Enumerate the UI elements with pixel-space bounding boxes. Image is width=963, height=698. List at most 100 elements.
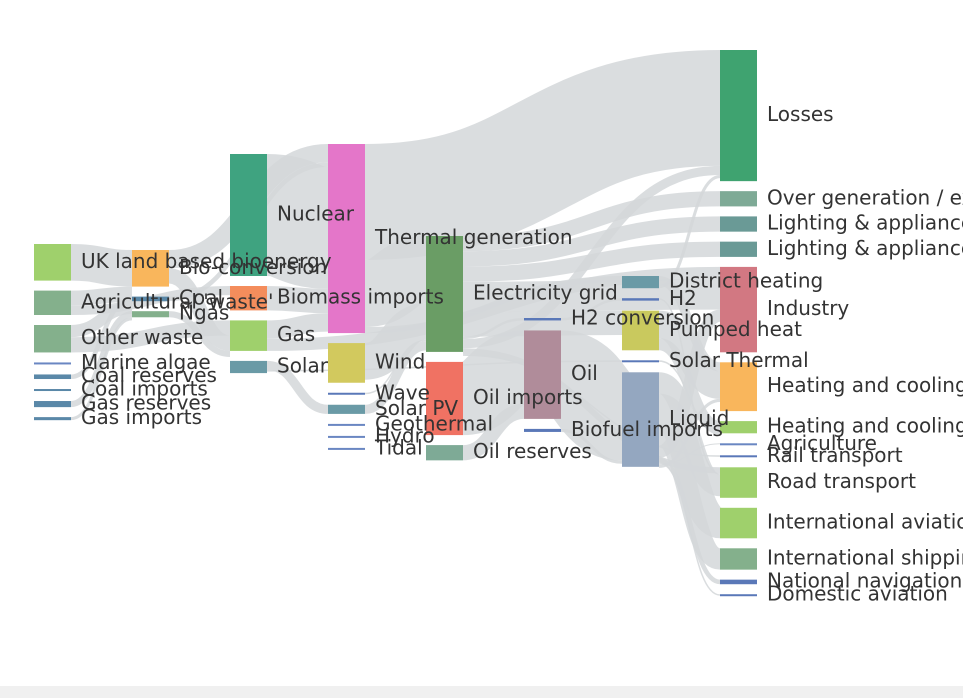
node-domaviation[interactable] [720, 594, 757, 597]
node-label-pumpedheat: Pumped heat [669, 317, 802, 341]
link-biomassimp-to-thermal[interactable] [266, 286, 329, 314]
link-solarpv-to-elecgrid[interactable] [364, 341, 427, 414]
node-label-oilres: Oil reserves [473, 439, 592, 463]
link-ukland-to-bioconv[interactable] [70, 244, 133, 287]
node-oil[interactable] [524, 330, 561, 419]
node-hydro[interactable] [328, 435, 365, 438]
node-label-oilimp: Oil imports [473, 385, 583, 409]
node-natnav[interactable] [720, 579, 757, 585]
node-lighting1[interactable] [720, 216, 757, 232]
node-ukland[interactable] [34, 244, 71, 281]
node-label-heatcool2: Heating and cooling - homes [767, 414, 963, 438]
node-lighting2[interactable] [720, 241, 757, 257]
link-wave-to-elecgrid[interactable] [364, 339, 427, 395]
node-nuclear[interactable] [230, 154, 267, 276]
node-biomassimp[interactable] [230, 286, 267, 311]
node-h2conv[interactable] [524, 318, 561, 321]
node-heatcool1[interactable] [720, 362, 757, 412]
link-liquid-to-heatcool1[interactable] [658, 398, 721, 468]
node-label-elecgrid: Electricity grid [473, 280, 618, 304]
node-gasimp[interactable] [34, 417, 71, 421]
node-oilres[interactable] [426, 445, 463, 461]
link-oilres-to-oil[interactable] [462, 403, 525, 461]
node-label-liquid: Liquid [669, 406, 729, 430]
link-h2conv-to-h2[interactable] [560, 298, 623, 321]
node-gas[interactable] [230, 320, 267, 351]
node-bioconv[interactable] [132, 250, 169, 287]
node-solarthermal[interactable] [622, 360, 659, 363]
link-elecgrid-to-h2conv[interactable] [462, 318, 525, 340]
node-industry[interactable] [720, 266, 757, 353]
node-wind[interactable] [328, 343, 365, 383]
node-label-lighting2: Lighting & appliances - homes [767, 236, 963, 260]
node-overgen[interactable] [720, 191, 757, 207]
node-agriculture[interactable] [720, 443, 757, 446]
horizontal-scrollbar-track[interactable] [0, 686, 963, 698]
link-pumpedheat-to-heatcool1[interactable] [656, 310, 723, 399]
link-oil-to-liquid[interactable] [548, 330, 635, 461]
sankey-links [70, 50, 724, 596]
node-label-gasimp: Gas imports [81, 405, 202, 429]
node-biofuelimp[interactable] [524, 428, 561, 432]
link-thermal-to-elecgrid[interactable] [362, 236, 429, 327]
link-thermal-to-losses[interactable] [364, 50, 721, 260]
node-coal[interactable] [132, 296, 169, 302]
node-liquid[interactable] [622, 372, 659, 467]
node-marine[interactable] [34, 362, 71, 365]
node-label-domaviation: Domestic aviation [767, 582, 948, 606]
node-gasres[interactable] [34, 401, 71, 408]
node-tidal[interactable] [328, 447, 365, 450]
node-h2[interactable] [622, 298, 659, 301]
link-elecgrid-to-overgen[interactable] [462, 191, 721, 252]
link-wind-to-elecgrid[interactable] [362, 303, 429, 380]
node-heatcool2[interactable] [720, 421, 757, 434]
link-coalres-to-coal[interactable] [70, 296, 133, 380]
node-coalimp[interactable] [34, 389, 71, 392]
link-solar-to-solarpv[interactable] [266, 360, 329, 414]
link-agwaste-to-bioconv[interactable] [70, 286, 133, 306]
link-elecgrid-to-lighting1[interactable] [462, 216, 721, 267]
node-pumpedheat[interactable] [622, 310, 659, 351]
node-intlaviation[interactable] [720, 507, 757, 539]
link-biofuelimp-to-liquid[interactable] [560, 428, 623, 464]
node-road[interactable] [720, 467, 757, 498]
node-label-bioconv: Bio-conversion [179, 255, 327, 279]
node-districtheat[interactable] [622, 276, 659, 289]
node-label-h2: H2 [669, 286, 697, 310]
node-solarpv[interactable] [328, 404, 365, 414]
node-geothermal[interactable] [328, 423, 365, 426]
link-bioconv-to-gas[interactable] [167, 268, 232, 351]
node-label-gas: Gas [277, 322, 315, 346]
node-elecgrid[interactable] [426, 236, 463, 352]
node-label-intlshipping: International shipping [767, 545, 963, 569]
node-coalres[interactable] [34, 374, 71, 380]
node-label-ngas: Ngas [179, 301, 229, 325]
link-nuclear-to-thermal[interactable] [264, 154, 331, 289]
node-agwaste[interactable] [34, 290, 71, 315]
node-wave[interactable] [328, 392, 365, 395]
node-ngas[interactable] [132, 311, 169, 318]
link-gas-to-thermal[interactable] [266, 313, 329, 339]
node-otherwaste[interactable] [34, 325, 71, 353]
node-intlshipping[interactable] [720, 548, 757, 570]
link-otherwaste-to-bioconv[interactable] [70, 301, 133, 338]
node-thermal[interactable] [328, 144, 365, 334]
node-losses[interactable] [720, 50, 757, 182]
link-gasimp-to-ngas[interactable] [70, 317, 133, 421]
link-elecgrid-to-pumpedheat[interactable] [462, 310, 623, 337]
node-label-biomassimp: Biomass imports [277, 285, 444, 309]
node-oilimp[interactable] [426, 361, 463, 436]
node-label-industry: Industry [767, 296, 849, 320]
link-oilimp-to-oil[interactable] [458, 330, 529, 436]
node-solar[interactable] [230, 360, 267, 374]
node-label-solar: Solar [277, 354, 329, 378]
node-rail[interactable] [720, 455, 757, 458]
link-liquid-to-domaviation[interactable] [658, 462, 721, 596]
link-districtheat-to-losses[interactable] [658, 175, 721, 289]
node-label-rail: Rail transport [767, 443, 903, 467]
link-ngas-to-gas[interactable] [168, 311, 231, 357]
link-gasres-to-ngas[interactable] [70, 311, 133, 408]
link-liquid-to-industry[interactable] [657, 309, 722, 458]
